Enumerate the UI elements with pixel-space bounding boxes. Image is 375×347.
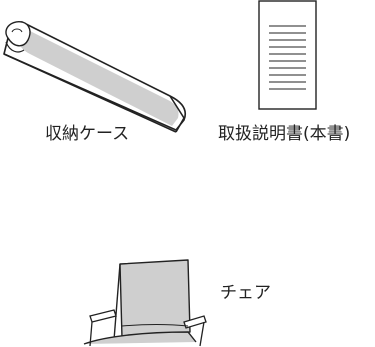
storage-case-icon bbox=[3, 21, 186, 133]
folding-chair-icon bbox=[83, 259, 207, 347]
instruction-manual-label: 取扱説明書(本書) bbox=[218, 124, 351, 144]
instruction-manual-icon bbox=[258, 0, 317, 110]
storage-case-label: 収納ケース bbox=[45, 124, 130, 144]
chair-label: チェア bbox=[220, 283, 271, 303]
